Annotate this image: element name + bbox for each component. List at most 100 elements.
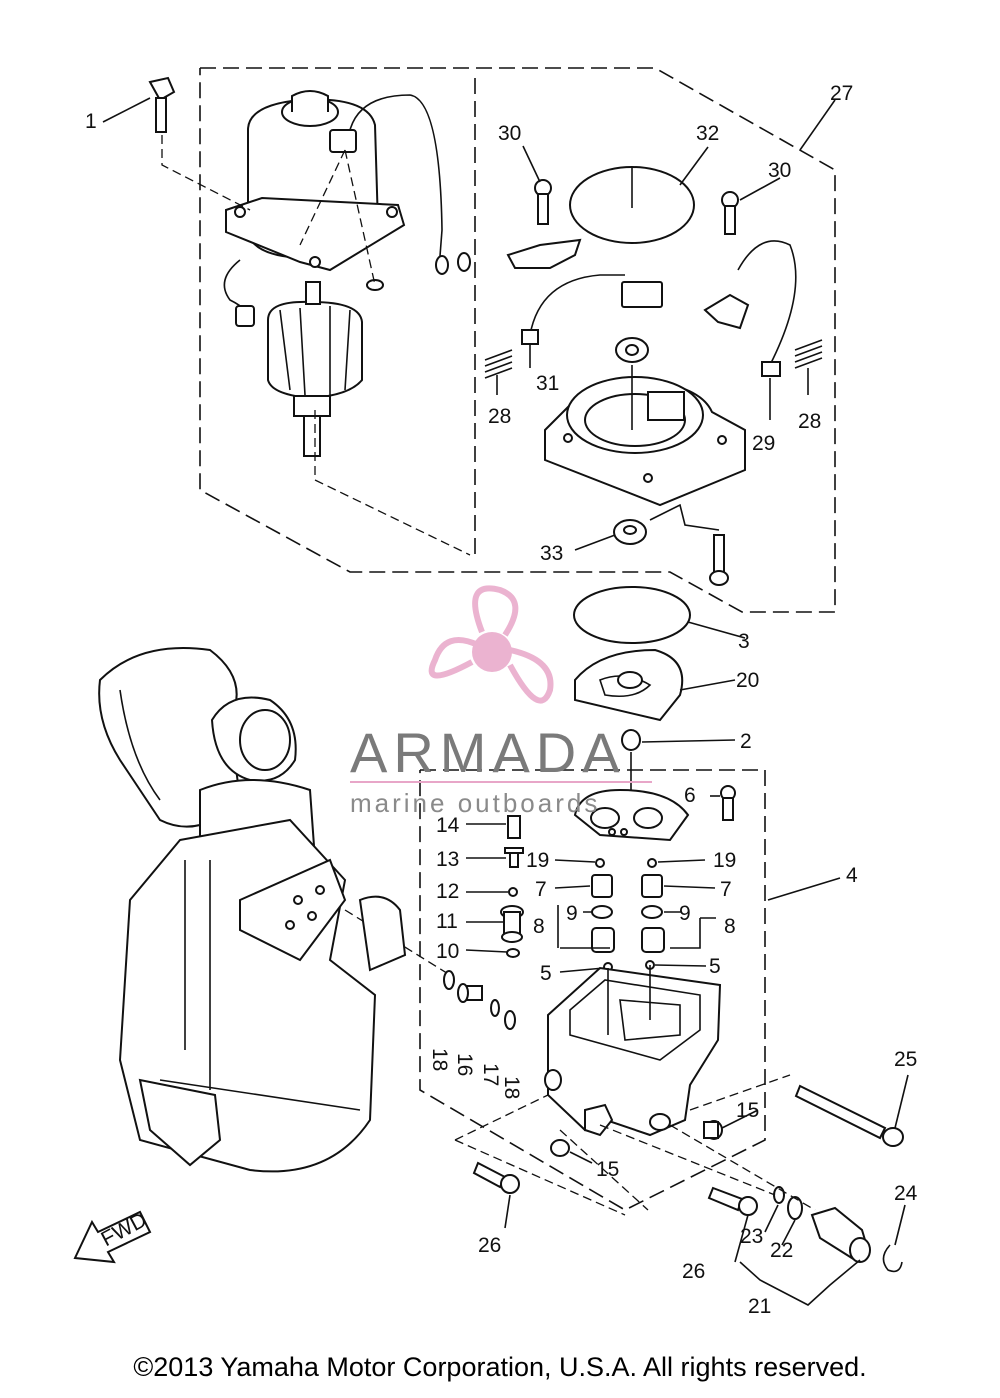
o-ring-9-right xyxy=(641,905,663,919)
watermark-subtitle: marine outboards xyxy=(350,788,600,818)
valve-plate xyxy=(573,788,690,842)
washer-33 xyxy=(613,519,647,545)
sleeve-11 xyxy=(500,905,524,943)
callout-14: 14 xyxy=(436,814,460,837)
leader-lines xyxy=(102,97,909,1263)
electric-motor xyxy=(223,90,471,327)
callout-12: 12 xyxy=(436,880,459,903)
end-cap-housing xyxy=(544,376,746,507)
callout-2: 2 xyxy=(740,730,752,753)
callout-17: 17 xyxy=(479,1063,502,1086)
callout-18-right: 18 xyxy=(500,1076,523,1099)
propeller-icon xyxy=(472,632,512,672)
brush-clip-right xyxy=(703,293,750,330)
circlip-24 xyxy=(882,1244,903,1273)
o-ring-10 xyxy=(506,948,520,958)
housing-screw xyxy=(709,534,729,586)
seal-18-left xyxy=(443,970,455,990)
callout-16: 16 xyxy=(453,1053,476,1076)
callout-13: 13 xyxy=(436,848,459,871)
valve-7-right xyxy=(641,874,663,898)
callout-30-left: 30 xyxy=(498,122,521,145)
watermark-title: ARMADA xyxy=(350,721,626,784)
check-valve-15 xyxy=(703,1120,723,1140)
callout-15-left: 15 xyxy=(596,1158,619,1181)
motor-armature xyxy=(267,281,363,457)
callout-9-left: 9 xyxy=(566,902,578,925)
valve-7-left xyxy=(591,874,613,898)
callout-28-left: 28 xyxy=(488,405,511,428)
callout-29: 29 xyxy=(752,432,775,455)
callout-6: 6 xyxy=(684,784,696,807)
piston-8-right xyxy=(641,927,665,953)
o-ring-17 xyxy=(490,999,500,1017)
callout-21: 21 xyxy=(748,1295,771,1318)
pump-body xyxy=(544,966,722,1137)
screw-30-right xyxy=(721,191,739,235)
callout-9-right: 9 xyxy=(679,902,691,925)
callout-8-left: 8 xyxy=(533,915,545,938)
callout-8-right: 8 xyxy=(724,915,736,938)
check-valve-15b xyxy=(550,1139,570,1157)
callout-1: 1 xyxy=(85,110,97,133)
fwd-arrow-icon: FWD xyxy=(73,1208,152,1264)
pin-13 xyxy=(504,847,524,868)
spring-14 xyxy=(507,815,521,839)
copyright-notice: ©2013 Yamaha Motor Corporation, U.S.A. A… xyxy=(133,1352,867,1382)
plug-16 xyxy=(457,983,483,1003)
callout-11: 11 xyxy=(436,910,458,933)
bolt-26-right xyxy=(707,1186,758,1216)
ball-19-left xyxy=(595,858,605,868)
callout-15-right: 15 xyxy=(736,1099,759,1122)
seal-18-right xyxy=(504,1010,516,1030)
spring-28-right xyxy=(794,339,823,369)
brush-31 xyxy=(521,329,539,345)
callout-28-right: 28 xyxy=(798,410,821,433)
callout-19-right: 19 xyxy=(713,849,736,872)
screw-30-left xyxy=(534,179,552,225)
armada-logo xyxy=(428,585,554,704)
screw-6 xyxy=(720,785,736,821)
callout-3: 3 xyxy=(738,630,750,653)
brush-29 xyxy=(761,361,781,377)
callout-18-left: 18 xyxy=(428,1048,451,1071)
ball-12 xyxy=(508,887,518,897)
callout-25: 25 xyxy=(894,1048,917,1071)
callout-26-right: 26 xyxy=(682,1260,705,1283)
callout-4: 4 xyxy=(846,864,858,887)
bearing xyxy=(615,337,649,363)
spring-28-left xyxy=(484,349,513,379)
callout-32: 32 xyxy=(696,122,719,145)
callout-27: 27 xyxy=(830,82,853,105)
callout-19-left: 19 xyxy=(526,849,549,872)
brush-clip-left xyxy=(506,238,582,269)
callout-22: 22 xyxy=(770,1239,793,1262)
bolt-25 xyxy=(794,1084,904,1147)
callout-7-right: 7 xyxy=(720,878,732,901)
callout-30-right: 30 xyxy=(768,159,791,182)
tilt-cylinder-unit xyxy=(98,647,407,1173)
callout-20: 20 xyxy=(736,669,759,692)
ball-19-right xyxy=(647,858,657,868)
callout-33: 33 xyxy=(540,542,563,565)
pump-assembly-outline xyxy=(419,769,766,1211)
callout-7-left: 7 xyxy=(535,878,547,901)
o-ring-9-left xyxy=(591,905,613,919)
bolt-26-left xyxy=(472,1161,520,1194)
manual-valve-21 xyxy=(810,1206,871,1263)
callout-24: 24 xyxy=(894,1182,918,1205)
callout-5-left: 5 xyxy=(540,962,552,985)
motor-assembly-outline xyxy=(199,67,836,613)
filter-plate-20 xyxy=(574,648,684,722)
callout-26-left: 26 xyxy=(478,1234,501,1257)
callout-5-right: 5 xyxy=(709,955,721,978)
callout-31: 31 xyxy=(536,372,559,395)
callout-labels: 1 30 32 30 27 31 28 28 29 33 3 20 2 6 14… xyxy=(85,82,918,1318)
o-ring-22 xyxy=(787,1196,803,1220)
callout-23: 23 xyxy=(740,1225,763,1248)
bolt-1 xyxy=(148,76,176,133)
callout-10: 10 xyxy=(436,940,459,963)
piston-8-left xyxy=(591,927,615,953)
valve-2 xyxy=(621,729,641,751)
